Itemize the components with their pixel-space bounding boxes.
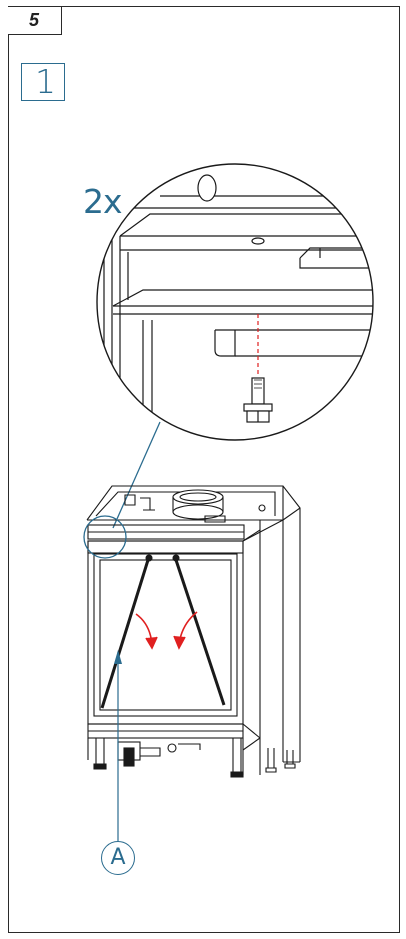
- callout-a-label: A: [110, 845, 126, 870]
- page-frame: [8, 6, 400, 933]
- callout-a: A: [101, 841, 135, 875]
- magnified-detail: [96, 163, 374, 441]
- step-number-box: 1: [21, 63, 65, 101]
- quantity-label: 2x: [83, 182, 123, 221]
- rotation-arrows: [135, 611, 198, 650]
- detail-marker-circle: [83, 515, 127, 559]
- step-number: 1: [35, 62, 56, 101]
- fireplace-body: [86, 485, 301, 778]
- detail-leader-line: [112, 421, 161, 529]
- page-number-tag: 5: [8, 7, 62, 35]
- callout-a-pointer: [114, 650, 122, 841]
- page-number: 5: [29, 10, 40, 30]
